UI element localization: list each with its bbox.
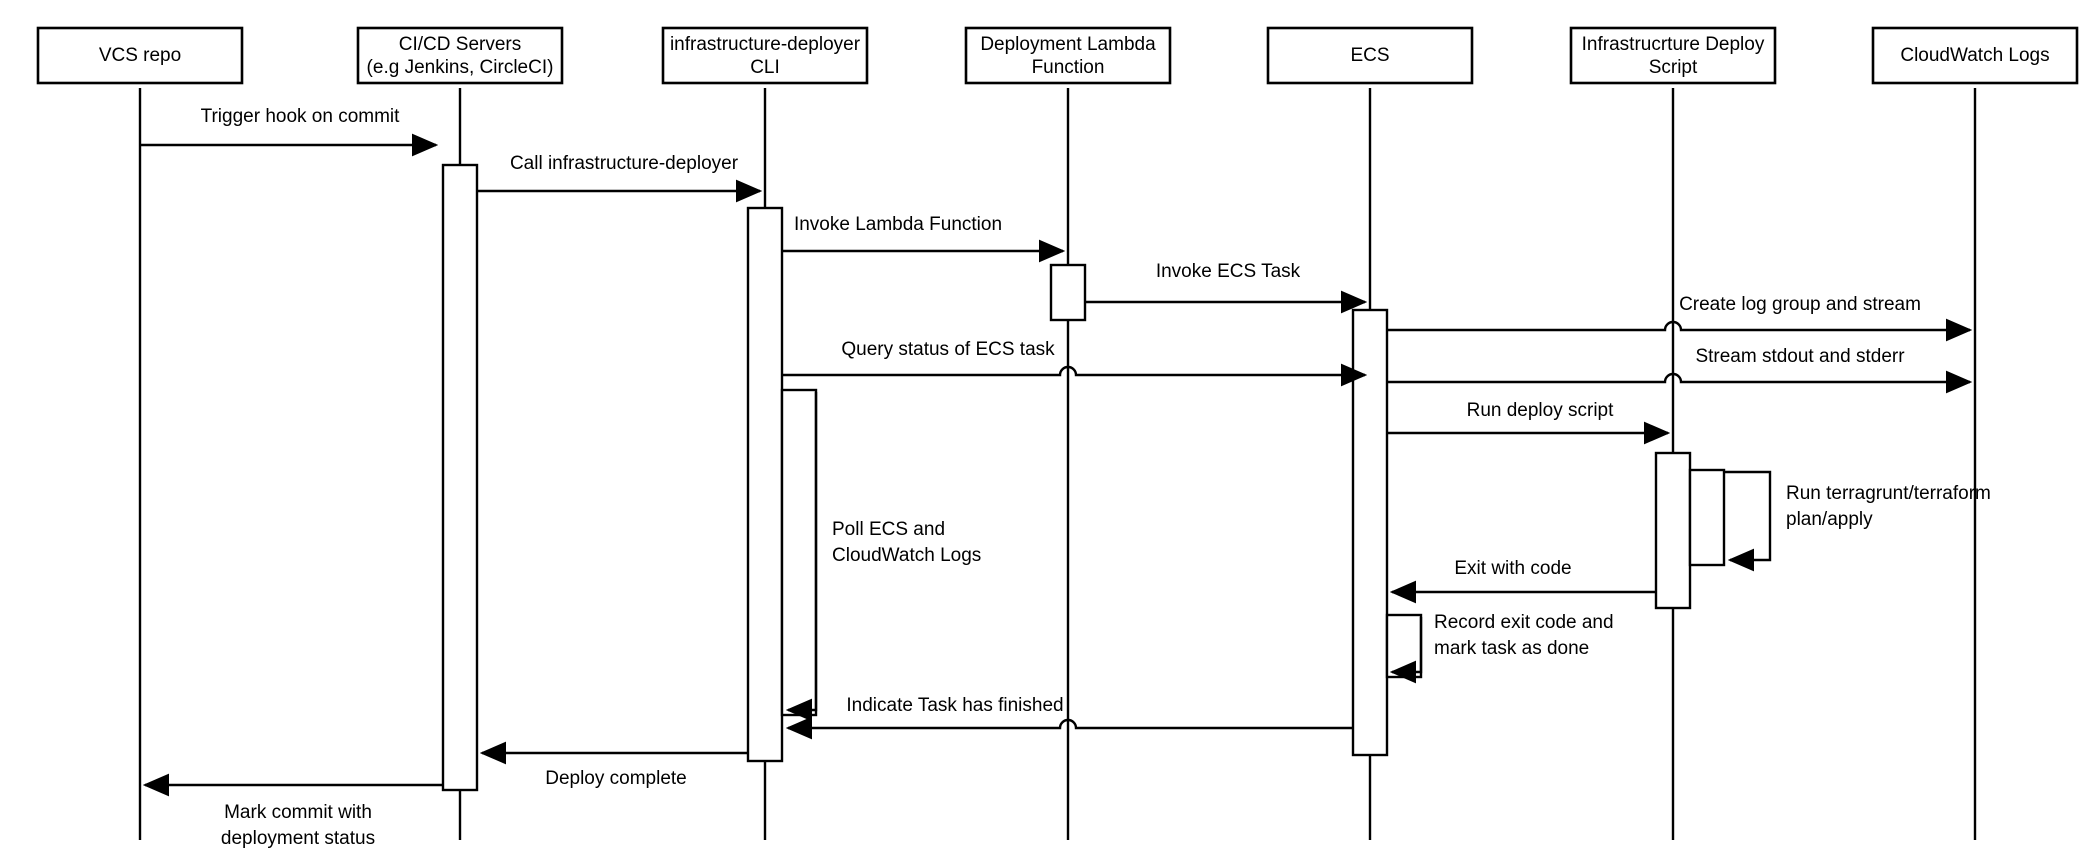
message-label-m10: Exit with code xyxy=(1454,558,1571,579)
message-invoke-lambda-function[interactable]: Invoke Lambda Function xyxy=(782,214,1066,263)
participant-ecs[interactable]: ECS xyxy=(1266,26,1474,85)
activations-group xyxy=(441,163,1726,792)
participant-box-ecs[interactable] xyxy=(1266,26,1474,85)
message-label-m1: Trigger hook on commit xyxy=(201,106,401,127)
participant-label-cwlogs: CloudWatch Logs xyxy=(1900,45,2049,66)
message-label-m11-line2: mark task as done xyxy=(1434,638,1589,659)
message-run-terragrunt-terraform[interactable]: Run terragrunt/terraform plan/apply xyxy=(1724,470,1991,572)
message-arrow-m13 xyxy=(785,716,1353,740)
participant-box-cli[interactable] xyxy=(661,26,869,85)
participant-deploy[interactable]: Infrastrucrture Deploy Script xyxy=(1569,26,1777,85)
message-deploy-complete[interactable]: Deploy complete xyxy=(479,741,748,789)
message-query-status-of-ecs-task[interactable]: Query status of ECS task xyxy=(782,339,1368,387)
message-label-m6: Query status of ECS task xyxy=(841,339,1055,360)
participant-label-cicd-line1: CI/CD Servers xyxy=(399,34,521,55)
participant-lambda[interactable]: Deployment Lambda Function xyxy=(964,26,1172,85)
participant-label-cli-line1: infrastructure-deployer xyxy=(670,34,861,55)
message-label-m7: Stream stdout and stderr xyxy=(1695,346,1905,367)
participant-box-deploy[interactable] xyxy=(1569,26,1777,85)
participant-label-deploy-line2: Script xyxy=(1649,57,1698,78)
activation-ecs-self[interactable] xyxy=(1385,613,1423,679)
message-arrow-m12 xyxy=(785,392,818,722)
message-invoke-ecs-task[interactable]: Invoke ECS Task xyxy=(1085,261,1368,314)
message-arrow-m6 xyxy=(782,363,1368,387)
participant-cwlogs[interactable]: CloudWatch Logs xyxy=(1871,26,2079,85)
participant-box-cwlogs[interactable] xyxy=(1871,26,2079,85)
message-run-deploy-script[interactable]: Run deploy script xyxy=(1387,400,1671,445)
message-label-m15-line1: Mark commit with xyxy=(224,802,372,823)
message-arrow-m7 xyxy=(1387,370,1973,394)
message-arrow-m5 xyxy=(1387,318,1973,342)
message-label-m13: Indicate Task has finished xyxy=(846,695,1063,716)
message-label-m3: Invoke Lambda Function xyxy=(794,214,1002,235)
participant-label-lambda-line1: Deployment Lambda xyxy=(980,34,1156,55)
participant-box-lambda[interactable] xyxy=(964,26,1172,85)
message-label-m14: Deploy complete xyxy=(545,768,687,789)
message-label-m2: Call infrastructure-deployer xyxy=(510,153,739,174)
message-label-m11-line1: Record exit code and xyxy=(1434,612,1614,633)
message-label-m4: Invoke ECS Task xyxy=(1156,261,1301,282)
activation-cicd[interactable] xyxy=(441,163,479,792)
activation-ecs[interactable] xyxy=(1351,308,1389,757)
activation-deploy[interactable] xyxy=(1654,451,1692,610)
message-label-m9-line2: plan/apply xyxy=(1786,509,1873,530)
message-mark-commit-with-deployment-status[interactable]: Mark commit with deployment status xyxy=(142,773,443,849)
participant-label-deploy-line1: Infrastrucrture Deploy xyxy=(1582,34,1765,55)
message-label-m12-line1: Poll ECS and xyxy=(832,519,945,540)
message-label-m12-line2: CloudWatch Logs xyxy=(832,545,981,566)
message-indicate-task-has-finished[interactable]: Indicate Task has finished xyxy=(785,695,1353,740)
participant-box-cicd[interactable] xyxy=(356,26,564,85)
participant-cicd[interactable]: CI/CD Servers (e.g Jenkins, CircleCI) xyxy=(356,26,564,85)
participant-label-ecs: ECS xyxy=(1350,45,1389,66)
message-arrow-m11 xyxy=(1389,617,1423,684)
participant-label-vcs: VCS repo xyxy=(99,45,181,66)
message-label-m15-line2: deployment status xyxy=(221,828,375,849)
participant-vcs[interactable]: VCS repo xyxy=(36,26,244,85)
message-label-m9-line1: Run terragrunt/terraform xyxy=(1786,483,1991,504)
message-call-infrastructure-deployer[interactable]: Call infrastructure-deployer xyxy=(477,153,763,203)
message-label-m8: Run deploy script xyxy=(1467,400,1615,421)
message-record-exit-code[interactable]: Record exit code and mark task as done xyxy=(1389,612,1614,684)
participant-label-cli-line2: CLI xyxy=(750,57,780,78)
activation-cli[interactable] xyxy=(746,206,784,763)
participant-label-cicd-line2: (e.g Jenkins, CircleCI) xyxy=(367,57,554,78)
participant-label-lambda-line2: Function xyxy=(1032,57,1105,78)
message-poll-ecs-and-cloudwatch-logs[interactable]: Poll ECS and CloudWatch Logs xyxy=(785,392,981,722)
message-create-log-group-and-stream[interactable]: Create log group and stream xyxy=(1387,294,1973,342)
message-trigger-hook-on-commit[interactable]: Trigger hook on commit xyxy=(140,106,439,157)
message-label-m5: Create log group and stream xyxy=(1679,294,1921,315)
participant-cli[interactable]: infrastructure-deployer CLI xyxy=(661,26,869,85)
activation-lambda[interactable] xyxy=(1049,263,1087,322)
activation-deploy-self[interactable] xyxy=(1688,468,1726,567)
message-exit-with-code[interactable]: Exit with code xyxy=(1389,558,1656,604)
participant-box-vcs[interactable] xyxy=(36,26,244,85)
message-arrow-m9 xyxy=(1724,470,1772,572)
message-stream-stdout-and-stderr[interactable]: Stream stdout and stderr xyxy=(1387,346,1973,394)
activation-cli-poll[interactable] xyxy=(780,388,818,717)
